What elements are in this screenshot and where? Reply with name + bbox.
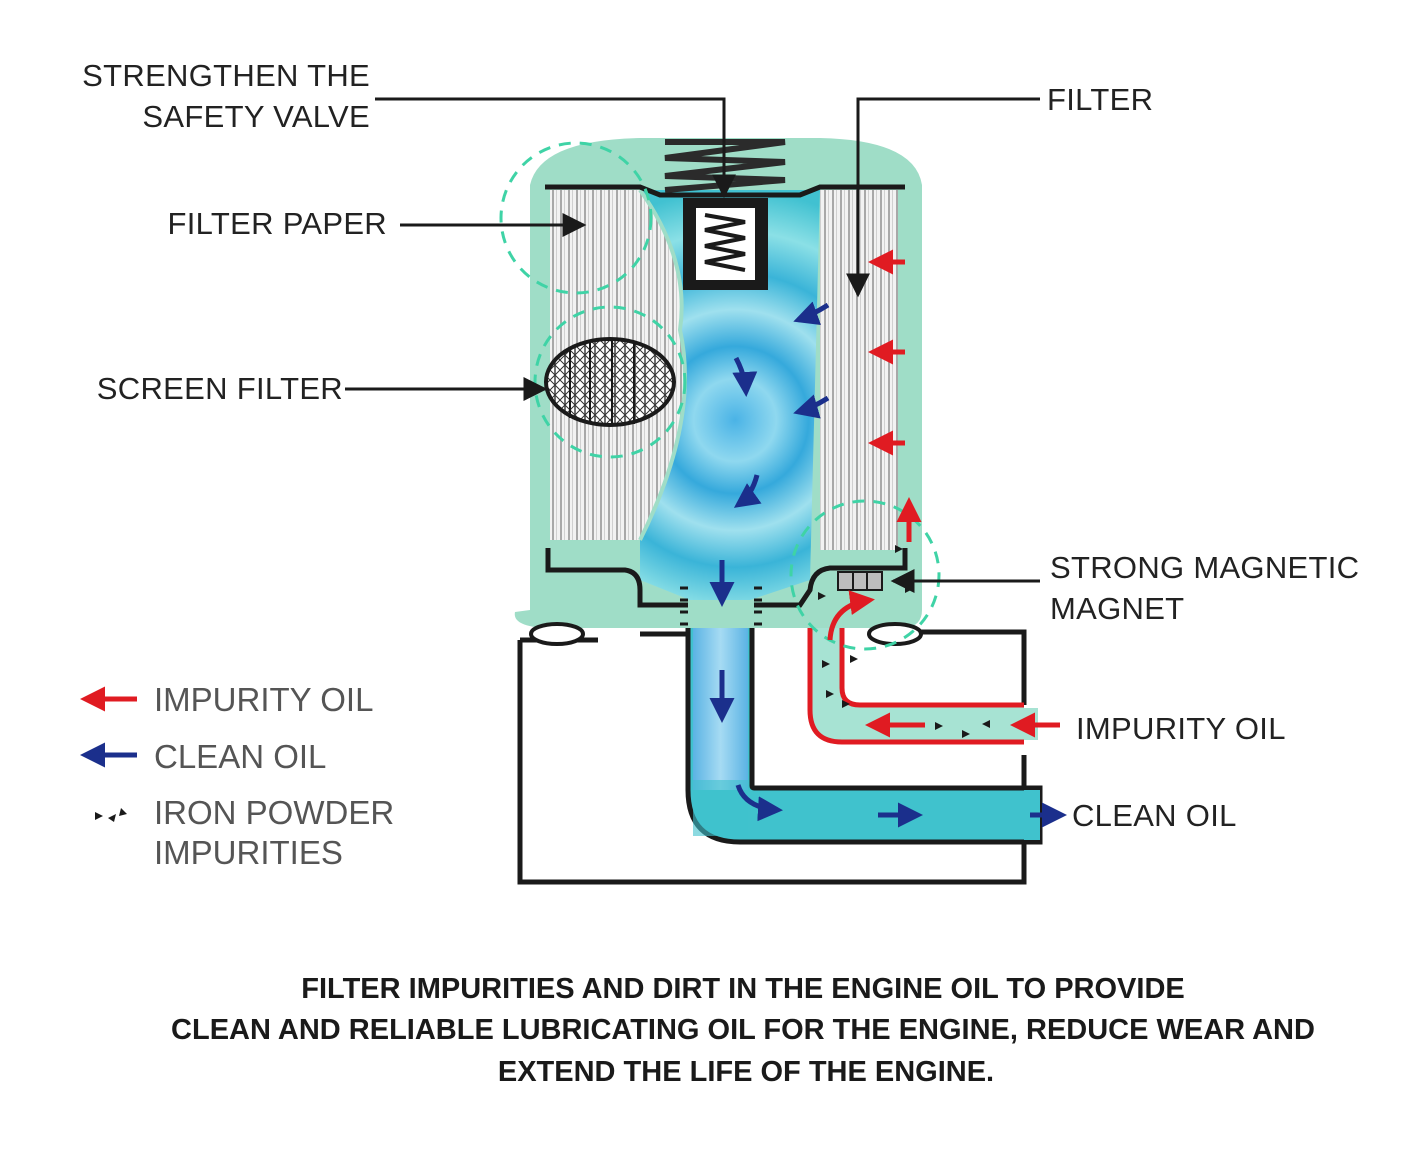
screen-filter-label: SCREEN FILTER bbox=[97, 371, 343, 406]
legend-iron-powder-label-line2: IMPURITIES bbox=[154, 834, 343, 871]
caption-line2: CLEAN AND RELIABLE LUBRICATING OIL FOR T… bbox=[171, 1014, 1315, 1046]
oil-chamber bbox=[640, 190, 820, 600]
safety-valve-label-line1: STRENGTHEN THE bbox=[82, 58, 370, 93]
caption: FILTER IMPURITIES AND DIRT IN THE ENGINE… bbox=[171, 973, 1315, 1088]
legend-impurity-oil-label: IMPURITY OIL bbox=[154, 681, 373, 718]
clean-oil-flow-arrows bbox=[709, 301, 1067, 828]
safety-valve bbox=[664, 139, 786, 290]
legend-iron-powder-icon bbox=[95, 808, 127, 822]
impurity-oil-port-label: IMPURITY OIL bbox=[1076, 711, 1286, 746]
caption-line3: EXTEND THE LIFE OF THE ENGINE. bbox=[498, 1056, 994, 1088]
magnet-label-line2: MAGNET bbox=[1050, 591, 1184, 626]
legend: IMPURITY OIL CLEAN OIL IRON POWDER IMPUR… bbox=[80, 681, 394, 871]
magnet-label-line1: STRONG MAGNETIC bbox=[1050, 550, 1359, 585]
impurity-oil-flow-arrows bbox=[827, 249, 1060, 738]
clean-oil-port-label: CLEAN OIL bbox=[1072, 798, 1237, 833]
caption-line1: FILTER IMPURITIES AND DIRT IN THE ENGINE… bbox=[301, 973, 1184, 1005]
leader-lines bbox=[345, 97, 1040, 593]
strong-magnet bbox=[837, 571, 883, 591]
legend-iron-powder-label-line1: IRON POWDER bbox=[154, 794, 394, 831]
screen-filter bbox=[544, 337, 676, 427]
safety-valve-label-line2: SAFETY VALVE bbox=[142, 99, 370, 134]
filter-label: FILTER bbox=[1047, 82, 1153, 117]
legend-clean-oil-label: CLEAN OIL bbox=[154, 738, 326, 775]
filter-paper-label: FILTER PAPER bbox=[168, 206, 388, 241]
